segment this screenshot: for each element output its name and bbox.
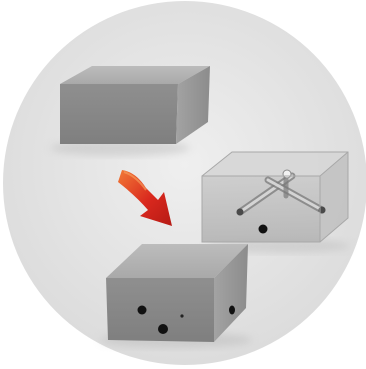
process-illustration: [0, 0, 366, 369]
